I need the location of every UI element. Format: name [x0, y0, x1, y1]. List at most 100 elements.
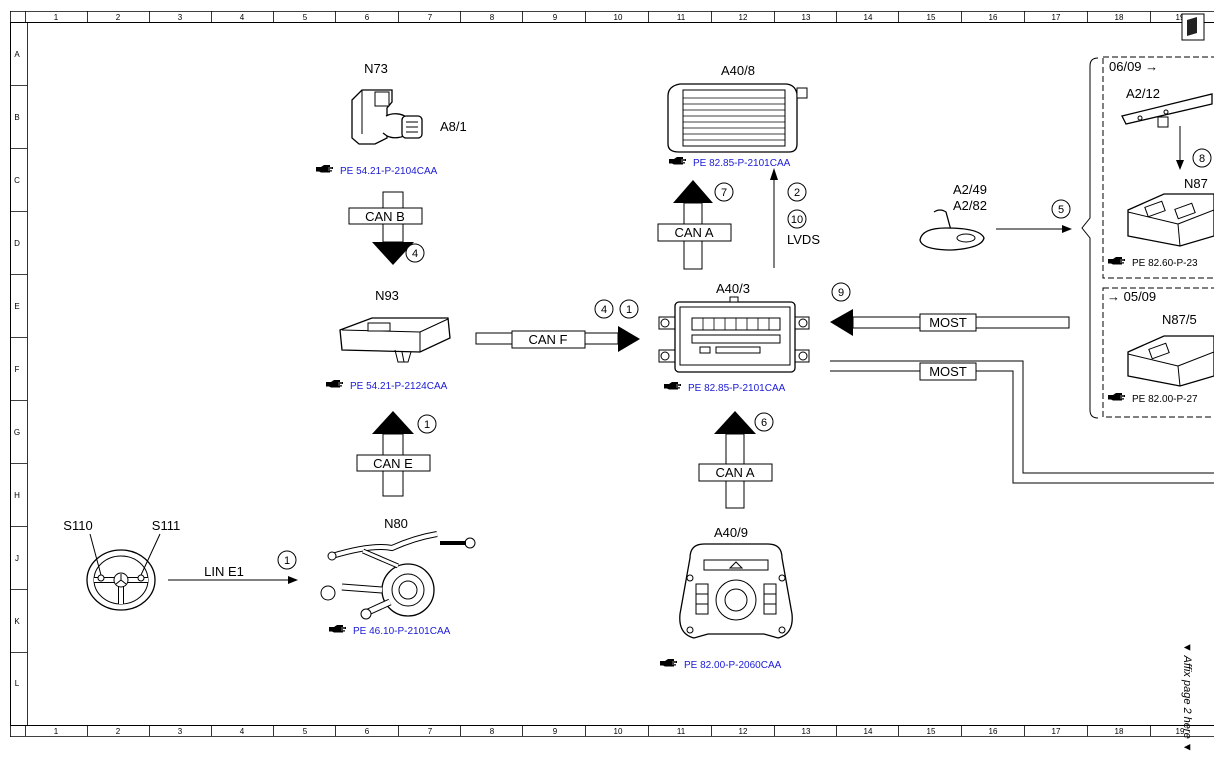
marker-1: 1: [418, 415, 436, 433]
col-label: 16: [989, 727, 998, 736]
reference-hand-icon: [329, 625, 346, 633]
a40-9-label: A40/9: [714, 525, 748, 540]
a2-82-label: A2/82: [953, 198, 987, 213]
col-label: 4: [240, 13, 245, 22]
n80-reference[interactable]: PE 46.10-P-2101CAA: [353, 626, 451, 637]
antenna-arrow: [996, 225, 1072, 233]
row-label: D: [14, 239, 20, 248]
col-label: 9: [553, 13, 558, 22]
a40-9-reference[interactable]: PE 82.00-P-2060CAA: [684, 660, 782, 671]
col-label: 3: [178, 13, 183, 22]
col-label: 18: [1115, 13, 1124, 22]
col-label: 17: [1052, 727, 1061, 736]
col-label: 11: [677, 13, 686, 22]
col-label: 5: [303, 13, 308, 22]
n73-reference[interactable]: PE 54.21-P-2104CAA: [340, 166, 438, 177]
col-label: 10: [614, 727, 623, 736]
col-label: 17: [1052, 13, 1061, 22]
col-label: 1: [54, 13, 59, 22]
row-label: H: [14, 491, 20, 500]
col-label: 4: [240, 727, 245, 736]
n87-label: N87: [1184, 176, 1208, 191]
reference-hand-icon: [316, 165, 333, 173]
col-label: 13: [802, 13, 811, 22]
row-label: J: [15, 554, 19, 563]
svg-text:8: 8: [1199, 153, 1205, 165]
row-label: A: [14, 50, 20, 59]
variant-until-label: → 05/09: [1107, 289, 1156, 304]
n93-reference[interactable]: PE 54.21-P-2124CAA: [350, 381, 448, 392]
svg-text:1: 1: [626, 304, 632, 316]
col-label: 12: [739, 727, 748, 736]
row-labels: A B C D E F G H J K L: [14, 50, 20, 688]
most-out-label: MOST: [929, 364, 967, 379]
lvds-arrow: [770, 168, 778, 268]
a40-3-reference[interactable]: PE 82.85-P-2101CAA: [688, 383, 786, 394]
svg-text:6: 6: [761, 417, 767, 429]
frame: [10, 11, 1214, 737]
svg-text:7: 7: [721, 187, 727, 199]
col-label: 3: [178, 727, 183, 736]
col-label: 2: [116, 13, 121, 22]
a40-8-reference[interactable]: PE 82.85-P-2101CAA: [693, 158, 791, 169]
svg-text:2: 2: [794, 187, 800, 199]
col-label: 5: [303, 727, 308, 736]
lin-e1-label: LIN E1: [204, 564, 244, 579]
row-label: K: [14, 617, 20, 626]
n80-steering-column-module: [321, 534, 475, 619]
a2-49-label: A2/49: [953, 182, 987, 197]
n93-label: N93: [375, 288, 399, 303]
marker-1: 1: [620, 300, 638, 318]
marker-5: 5: [1052, 200, 1070, 218]
marker-4: 4: [406, 244, 424, 262]
reference-hand-icon: [326, 380, 343, 388]
can-a-top-label: CAN A: [674, 225, 713, 240]
n87-5-module: [1128, 336, 1214, 386]
n73-label: N73: [364, 61, 388, 76]
col-label: 16: [989, 13, 998, 22]
affix-note: ▼ Affix page 2 here ▼: [1181, 642, 1193, 753]
a40-8-label: A40/8: [721, 63, 755, 78]
n80-label: N80: [384, 516, 408, 531]
can-f-label: CAN F: [529, 332, 568, 347]
can-a-bottom-label: CAN A: [715, 465, 754, 480]
col-label: 1: [54, 727, 59, 736]
col-label: 8: [490, 727, 495, 736]
row-label: B: [14, 113, 19, 122]
row-label: F: [15, 365, 20, 374]
svg-text:9: 9: [838, 287, 844, 299]
col-label: 14: [864, 727, 873, 736]
marker-9: 9: [832, 283, 850, 301]
col-label: 10: [614, 13, 623, 22]
reference-hand-icon: [1108, 393, 1125, 401]
marker-6: 6: [755, 413, 773, 431]
svg-text:1: 1: [424, 419, 430, 431]
n87-5-reference[interactable]: PE 82.00-P-27: [1132, 394, 1198, 405]
row-label: C: [14, 176, 20, 185]
marker-8: 8: [1193, 149, 1211, 167]
a40-8-display: [668, 84, 807, 152]
col-label: 14: [864, 13, 873, 22]
svg-text:4: 4: [601, 304, 607, 316]
col-label: 11: [677, 727, 686, 736]
n87-module: [1128, 194, 1214, 246]
col-label: 12: [739, 13, 748, 22]
col-label: 8: [490, 13, 495, 22]
row-label: E: [14, 302, 19, 311]
col-label: 15: [927, 727, 936, 736]
a8-1-label: A8/1: [440, 119, 467, 134]
marker-7: 7: [715, 183, 733, 201]
n73-ignition-switch: [352, 90, 422, 144]
marker-2: 2: [788, 183, 806, 201]
can-b-label: CAN B: [365, 209, 405, 224]
column-ticks: [26, 11, 1151, 736]
col-label: 6: [365, 727, 370, 736]
col-label: 15: [927, 13, 936, 22]
s110-label: S110: [63, 518, 92, 533]
a40-3-head-unit: [659, 297, 809, 372]
n87-reference[interactable]: PE 82.60-P-23: [1132, 258, 1198, 269]
row-label: L: [15, 679, 20, 688]
s111-label: S111: [152, 518, 180, 533]
variant-brace: [1082, 58, 1098, 418]
a2-49-antenna: [920, 210, 984, 250]
